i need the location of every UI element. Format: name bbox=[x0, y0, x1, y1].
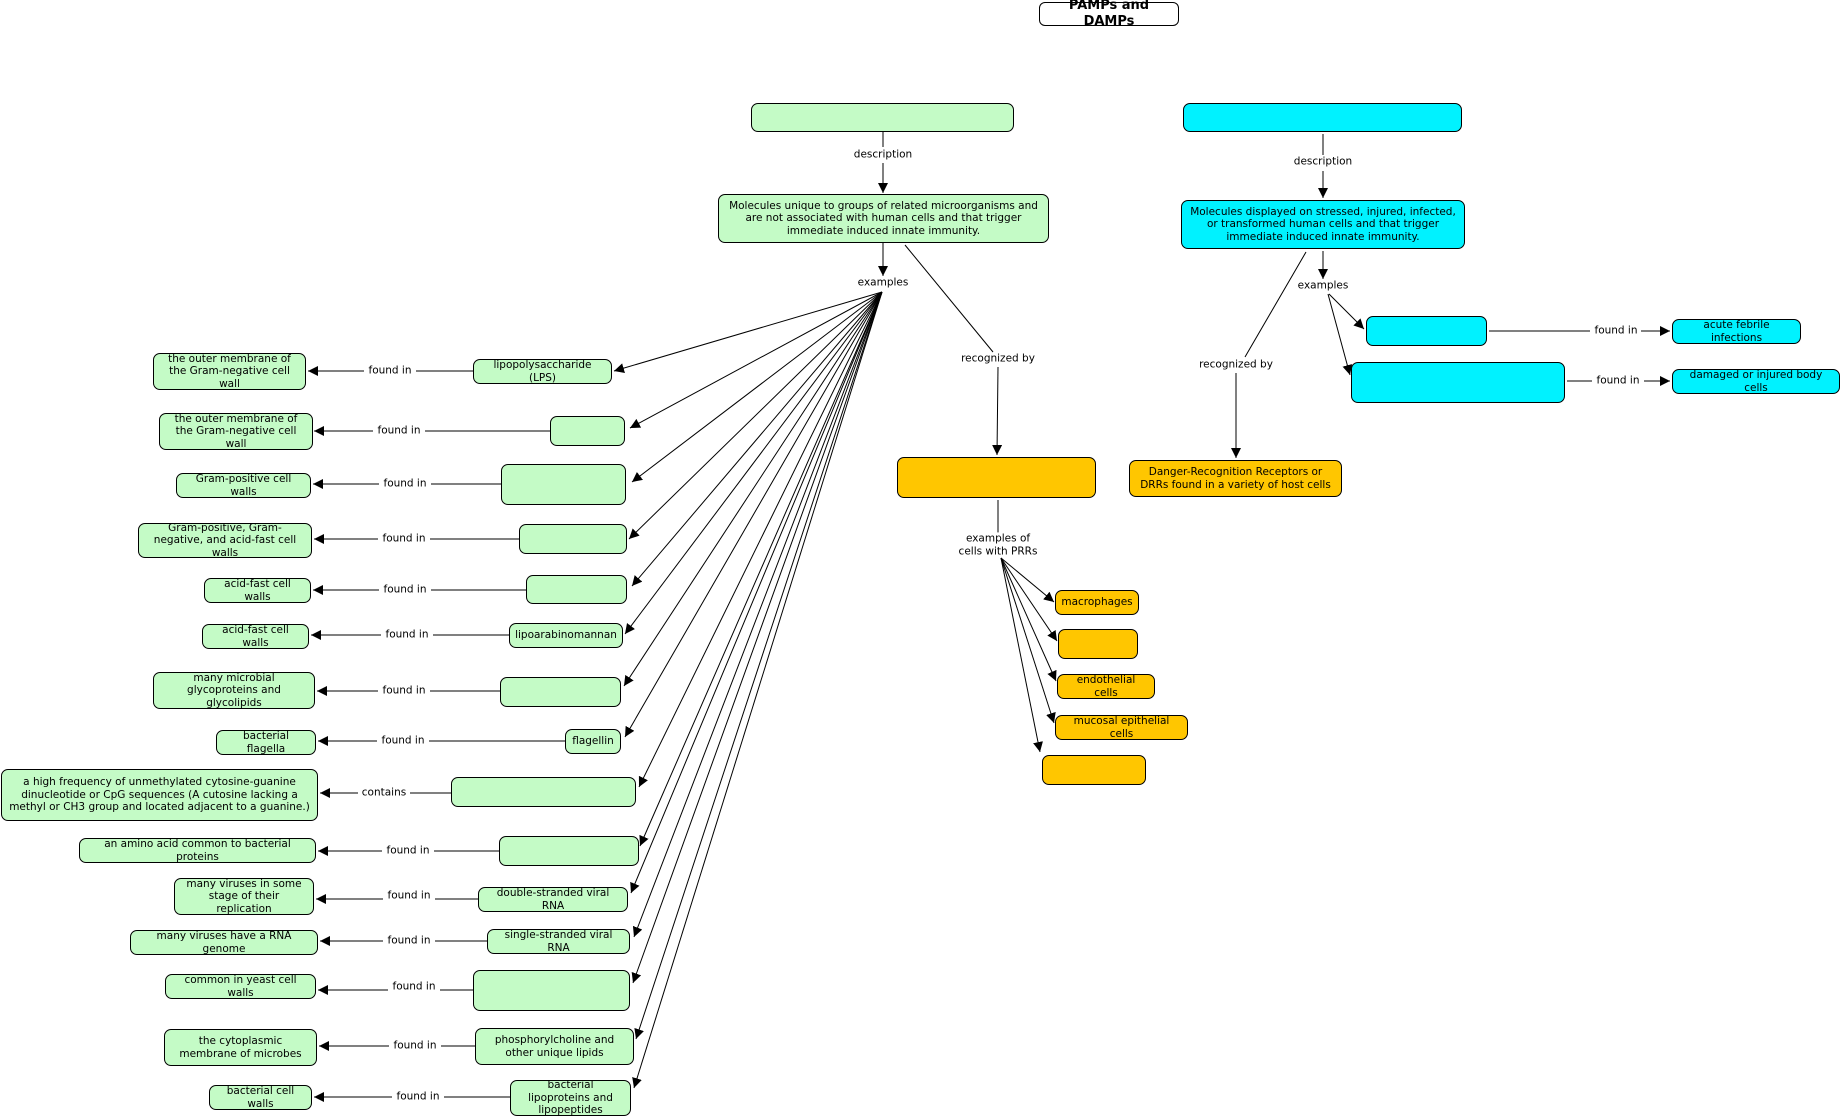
pamp-molecule-1: lipopolysaccharide (LPS) bbox=[473, 359, 612, 384]
prr-cell-3: endothelial cells bbox=[1057, 674, 1155, 699]
damp-examples-label: examples bbox=[1295, 279, 1351, 293]
pamp-molecule-6: lipoarabinomannan bbox=[509, 623, 623, 648]
pamp-relation-1: found in bbox=[366, 364, 414, 378]
pamp-location-7: many microbial glycoproteins and glycoli… bbox=[153, 672, 315, 709]
pamp-relation-7: found in bbox=[380, 684, 428, 698]
pamp-molecule-14: phosphorylcholine and other unique lipid… bbox=[475, 1028, 634, 1065]
prr-cell-arrow bbox=[1000, 557, 1043, 753]
prr-cell-arrow bbox=[1000, 557, 1056, 724]
pamp-receptor-box bbox=[897, 457, 1096, 498]
pamp-relation-14: found in bbox=[391, 1039, 439, 1053]
pamp-relation-10: found in bbox=[384, 844, 432, 858]
pamp-relation-12: found in bbox=[385, 934, 433, 948]
pamp-example-arrow bbox=[631, 291, 883, 483]
pamp-relation-9: contains bbox=[359, 786, 409, 800]
pamp-molecule-7 bbox=[500, 677, 621, 707]
pamp-location-8: bacterial flagella bbox=[216, 730, 316, 755]
pamp-location-9: a high frequency of unmethylated cytosin… bbox=[1, 769, 318, 821]
pamp-example-arrow bbox=[632, 291, 883, 938]
pamp-location-2: the outer membrane of the Gram-negative … bbox=[159, 413, 313, 450]
damp-relation-2: found in bbox=[1594, 374, 1642, 388]
damp-location-2: damaged or injured body cells bbox=[1672, 369, 1840, 394]
pamp-location-11: many viruses in some stage of their repl… bbox=[174, 878, 314, 915]
pamp-example-arrow bbox=[632, 291, 883, 1089]
map-title: PAMPs and DAMPs bbox=[1039, 0, 1179, 29]
damp-recognized-line-top bbox=[1244, 251, 1307, 358]
pamp-recognized-by-label: recognized by bbox=[959, 352, 1037, 366]
pamp-molecule-11: double-stranded viral RNA bbox=[478, 887, 628, 912]
prr-cell-arrow bbox=[1000, 557, 1057, 682]
pamp-example-arrow bbox=[628, 291, 883, 540]
pamp-molecule-4 bbox=[519, 524, 627, 554]
pamp-location-1: the outer membrane of the Gram-negative … bbox=[153, 353, 306, 390]
pamp-example-arrow bbox=[623, 291, 883, 687]
prr-cell-arrow bbox=[1000, 557, 1058, 642]
pamp-molecule-2 bbox=[550, 416, 625, 446]
prr-cell-5 bbox=[1042, 755, 1146, 785]
damp-description-box: Molecules displayed on stressed, injured… bbox=[1181, 200, 1465, 249]
pamp-example-arrow bbox=[613, 291, 883, 373]
damp-example-arrow-2 bbox=[1327, 293, 1353, 376]
pamp-location-15: bacterial cell walls bbox=[209, 1085, 312, 1110]
pamp-header-box bbox=[751, 103, 1014, 132]
pamp-location-5: acid-fast cell walls bbox=[204, 578, 311, 603]
pamp-molecule-12: single-stranded viral RNA bbox=[487, 929, 630, 954]
pamp-example-arrow bbox=[624, 291, 883, 635]
pamp-example-arrow bbox=[631, 291, 883, 984]
pamp-example-arrow bbox=[624, 291, 883, 738]
pamp-example-arrow bbox=[631, 291, 883, 587]
pamp-relation-4: found in bbox=[380, 532, 428, 546]
damp-description-label: description bbox=[1291, 155, 1355, 169]
prr-cell-4: mucosal epithelial cells bbox=[1055, 715, 1188, 740]
pamp-description-box: Molecules unique to groups of related mi… bbox=[718, 194, 1049, 243]
pamp-molecule-5 bbox=[526, 575, 627, 604]
pamp-relation-6: found in bbox=[383, 628, 431, 642]
prr-cell-2 bbox=[1058, 629, 1138, 659]
pamp-location-3: Gram-positive cell walls bbox=[176, 473, 311, 498]
damp-molecule-2 bbox=[1351, 362, 1565, 403]
pamp-location-10: an amino acid common to bacterial protei… bbox=[79, 838, 316, 863]
damp-molecule-1 bbox=[1366, 316, 1487, 346]
pamp-molecule-8: flagellin bbox=[565, 729, 621, 754]
pamp-location-14: the cytoplasmic membrane of microbes bbox=[164, 1029, 317, 1066]
pamp-example-arrow bbox=[638, 291, 883, 788]
pamp-example-arrow bbox=[629, 291, 883, 429]
pamp-relation-3: found in bbox=[381, 477, 429, 491]
pamp-location-12: many viruses have a RNA genome bbox=[130, 930, 318, 955]
damp-header-box bbox=[1183, 103, 1462, 132]
pamp-molecule-10 bbox=[499, 836, 639, 866]
pamp-example-arrow bbox=[634, 291, 883, 1040]
pamp-examples-label: examples bbox=[855, 276, 911, 290]
pamp-description-label: description bbox=[851, 148, 915, 162]
damp-relation-1: found in bbox=[1592, 324, 1640, 338]
pamp-relation-8: found in bbox=[379, 734, 427, 748]
damp-receptor-box: Danger-Recognition Receptors or DRRs fou… bbox=[1129, 460, 1342, 497]
prr-cell-1: macrophages bbox=[1055, 590, 1139, 615]
pamp-relation-15: found in bbox=[394, 1090, 442, 1104]
pamp-molecule-15: bacterial lipoproteins and lipopeptides bbox=[510, 1079, 631, 1116]
damp-recognized-by-label: recognized by bbox=[1197, 358, 1275, 372]
damp-location-1: acute febrile infections bbox=[1672, 319, 1801, 344]
pamp-molecule-13 bbox=[473, 970, 630, 1011]
pamp-molecule-9 bbox=[451, 777, 636, 807]
pamp-relation-5: found in bbox=[381, 583, 429, 597]
pamp-molecule-3 bbox=[501, 464, 626, 505]
pamp-recognized-line-top bbox=[904, 244, 994, 353]
pamp-relation-11: found in bbox=[385, 889, 433, 903]
pamp-example-arrow bbox=[639, 291, 883, 847]
pamp-relation-13: found in bbox=[390, 980, 438, 994]
pamp-cells-label: examples of cells with PRRs bbox=[951, 532, 1045, 558]
prr-cell-arrow bbox=[1000, 557, 1055, 603]
pamp-example-arrow bbox=[630, 291, 883, 894]
pamp-location-13: common in yeast cell walls bbox=[165, 974, 316, 999]
pamp-recognized-arrow bbox=[992, 366, 1003, 456]
pamp-relation-2: found in bbox=[375, 424, 423, 438]
pamp-location-6: acid-fast cell walls bbox=[202, 624, 309, 649]
damp-example-arrow-1 bbox=[1328, 293, 1365, 330]
pamp-location-4: Gram-positive, Gram-negative, and acid-f… bbox=[138, 522, 312, 559]
